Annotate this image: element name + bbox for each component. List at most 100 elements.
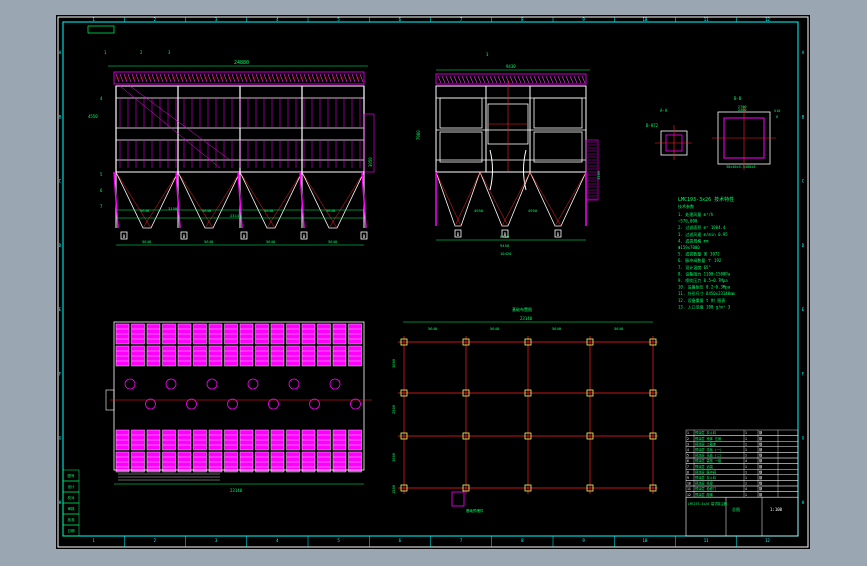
- foundation-grid: [398, 336, 658, 494]
- hopper-pitch-dim: 5640: [140, 208, 150, 213]
- drawing-tag-box: [87, 25, 115, 34]
- anchor-plate: [400, 389, 408, 397]
- frame-left-label: G: [59, 436, 62, 441]
- side-hatch-line: [569, 75, 574, 84]
- valve-hatch-line: [239, 73, 244, 83]
- valve-hatch-line: [119, 73, 124, 83]
- pulse-valve-mark: [356, 76, 360, 80]
- hopper-brace: [328, 171, 365, 229]
- pulse-valve-mark: [140, 76, 144, 80]
- valve-hatch-line: [179, 73, 184, 83]
- spec-line: 7. 设计温度 65°: [678, 264, 711, 270]
- valve-hatch-line: [267, 73, 272, 83]
- pulse-valve-mark: [172, 76, 176, 80]
- valve-hatch-line: [223, 73, 228, 83]
- valve-hatch-line: [271, 73, 276, 83]
- side-hatch-line: [501, 75, 506, 84]
- valve-hatch-line: [299, 73, 304, 83]
- parts-cell: 1: [745, 431, 747, 435]
- pulse-valve-mark: [124, 76, 128, 80]
- frame-right-label: G: [802, 436, 805, 441]
- side-hatch-line: [437, 75, 442, 84]
- pulse-valve-mark: [164, 76, 168, 80]
- side-hatch-line: [477, 75, 482, 84]
- outlet-label: B: [303, 234, 306, 239]
- side-hatch-line: [497, 75, 502, 84]
- side-hatch-line: [545, 75, 550, 84]
- valve-hatch-line: [343, 73, 348, 83]
- front-leader-number: 3: [168, 50, 171, 55]
- spec-line: 4. 滤袋规格 mm: [678, 237, 709, 243]
- side-hatch-line: [541, 75, 546, 84]
- pulse-valve-mark: [132, 76, 136, 80]
- hopper-brace: [142, 171, 179, 229]
- parts-cell: 4: [745, 487, 747, 491]
- pulse-valve-circles: [124, 378, 361, 410]
- valve-hatch-line: [147, 73, 152, 83]
- elbow-duct: [489, 149, 493, 191]
- side-outlet-label: B: [504, 232, 507, 237]
- anchor-plate: [462, 484, 470, 492]
- valve-hatch-line: [323, 73, 328, 83]
- parts-cell: 预涂层 爬梯: [695, 492, 714, 497]
- frame-right-label: D: [802, 243, 805, 248]
- side-hatch-line: [557, 75, 562, 84]
- frame-top-label: 10: [642, 17, 647, 22]
- parts-cell: 预涂层 脉冲阀: [695, 469, 716, 474]
- lower-pitch-dim: 5640: [266, 239, 276, 244]
- strip-cell: [62, 524, 80, 537]
- hopper-brace: [239, 171, 276, 229]
- outlet-flange: [240, 231, 248, 240]
- support-leg-accent: [237, 171, 243, 229]
- strip-label: 图号: [68, 473, 75, 478]
- valve-hatch-line: [211, 73, 216, 83]
- foundation-side-dim: 2500: [391, 404, 396, 414]
- frame-right-label: A: [802, 50, 805, 55]
- parts-cell: 1: [687, 431, 689, 435]
- sheet-border: [57, 16, 809, 548]
- anchor-plate: [400, 484, 408, 492]
- side-hatch-line: [533, 75, 538, 84]
- detail-b-dim-2: 2300: [738, 108, 746, 112]
- foundation-side-dim: 3000: [391, 452, 396, 462]
- frame-left-label: C: [59, 179, 62, 184]
- parts-cell: 4: [745, 459, 747, 463]
- support-leg-accent: [175, 171, 181, 229]
- outlet-label: B: [363, 234, 366, 239]
- parts-cell: 预涂层 花板 (一): [695, 447, 722, 452]
- parts-cell: 钢: [759, 430, 762, 435]
- pulse-valve-mark: [300, 76, 304, 80]
- side-hopper-brace: [501, 171, 531, 227]
- valve-circle: [124, 378, 136, 390]
- foundation-pitch-dim: 5640: [614, 326, 624, 331]
- foundation-side-dim: 3000: [391, 358, 396, 368]
- side-hatch-line: [481, 75, 486, 84]
- valve-hatch-line: [243, 73, 248, 83]
- pulse-valve-row: [115, 73, 364, 83]
- pulse-valve-mark: [180, 76, 184, 80]
- side-hatch-line: [457, 75, 462, 84]
- side-hopper-brace: [479, 171, 509, 227]
- valve-hatch-line: [279, 73, 284, 83]
- ladder: [585, 139, 599, 201]
- side-hatch-line: [529, 75, 534, 84]
- spec-line: 5. 滤袋数量 条 3072: [678, 251, 720, 257]
- pulse-valve-mark: [284, 76, 288, 80]
- valve-circle: [329, 378, 341, 390]
- valve-hatch-line: [163, 73, 168, 83]
- parts-cell: 1: [745, 476, 747, 480]
- frame-right-label: C: [802, 179, 805, 184]
- side-base-width: 10420: [500, 251, 512, 256]
- valve-hatch-line: [263, 73, 268, 83]
- side-base-dim: 8450: [500, 234, 510, 239]
- pulse-valve-mark: [332, 76, 336, 80]
- parts-cell: 钢: [759, 475, 762, 480]
- valve-hatch-line: [355, 73, 360, 83]
- side-hatch-line: [577, 75, 582, 84]
- side-outlet-label: B: [557, 232, 560, 237]
- parts-cell: 12: [687, 493, 691, 497]
- side-leader-3: 3: [486, 52, 489, 57]
